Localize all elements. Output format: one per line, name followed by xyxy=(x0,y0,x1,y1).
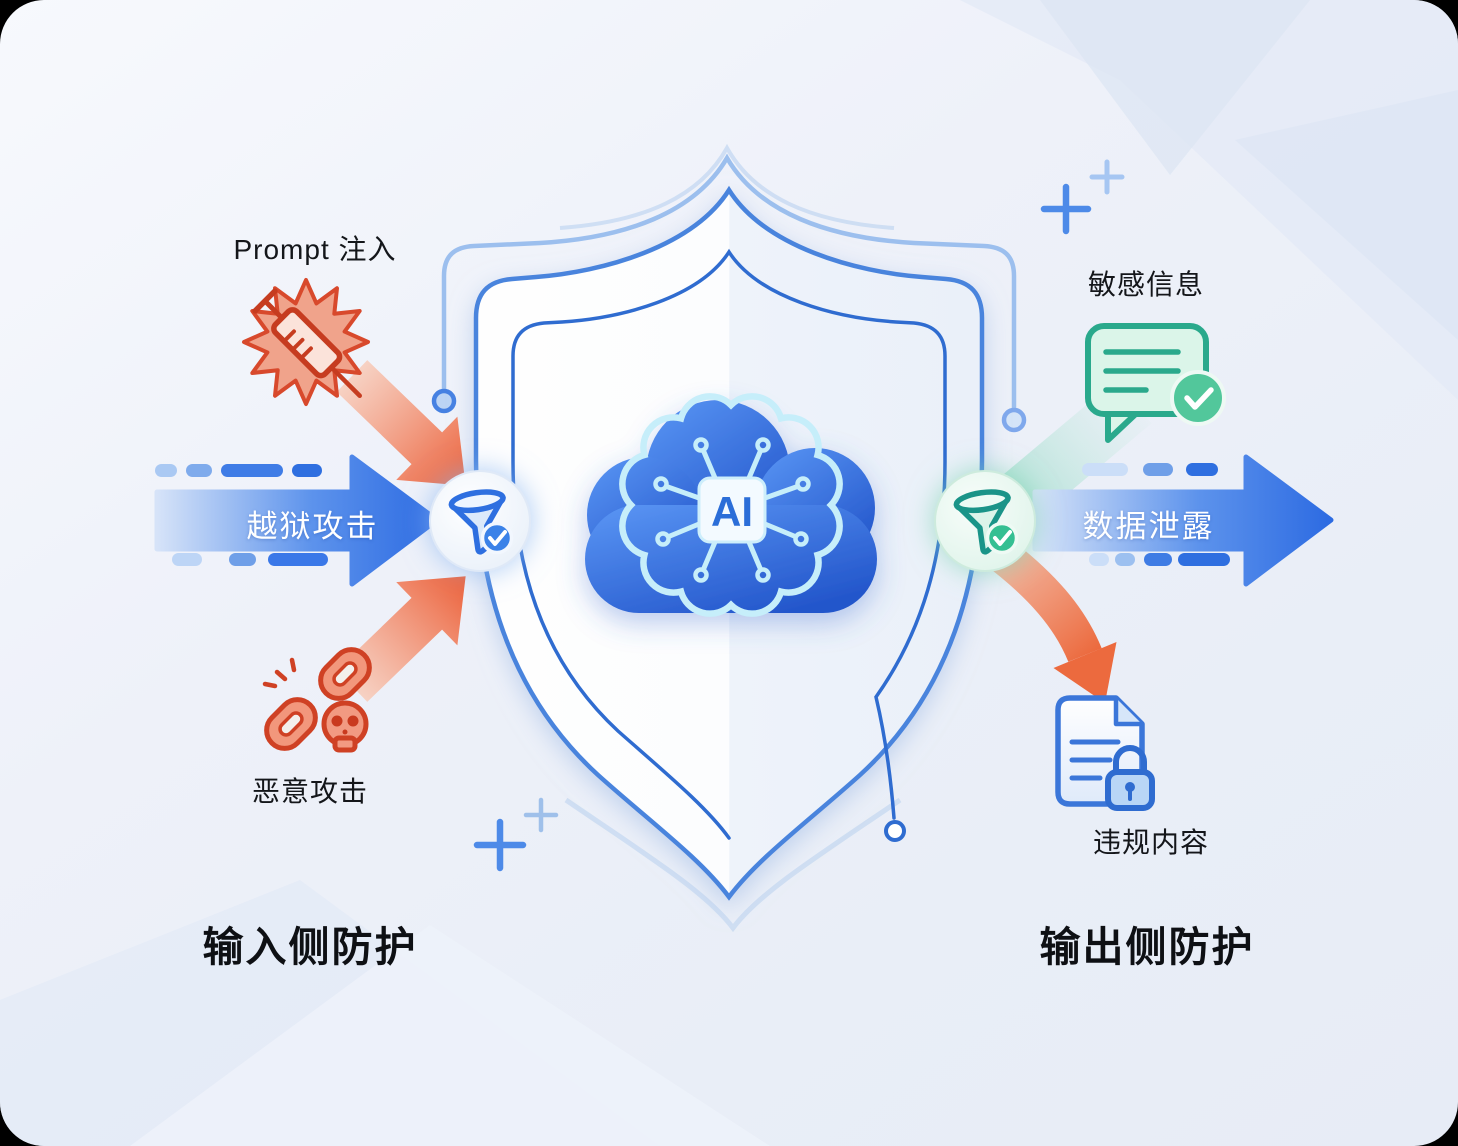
malicious-attack-label: 恶意攻击 xyxy=(251,776,368,807)
prompt-injection-label: Prompt 注入 xyxy=(233,234,397,265)
input-protection-heading: 输入侧防护 xyxy=(202,924,418,970)
circuit-node-right xyxy=(1001,407,1027,433)
output-dash-line-top xyxy=(1082,463,1218,476)
input-dash-line-top xyxy=(155,464,322,477)
output-protection-heading: 输出侧防护 xyxy=(1039,924,1255,970)
check-badge-blue xyxy=(480,521,514,555)
jailbreak-arrow-label: 越狱攻击 xyxy=(246,509,379,544)
blocked-content-arrow xyxy=(983,534,1117,703)
shield-inner-line xyxy=(511,248,947,840)
broken-chain-icon xyxy=(262,647,372,753)
brain-circuit-icon xyxy=(619,393,843,617)
output-dash-line-bottom xyxy=(1089,553,1230,566)
skull-icon xyxy=(321,700,369,753)
syringe-icon xyxy=(242,278,370,406)
plus-decoration-bottom-left xyxy=(473,797,559,872)
output-filter-icon xyxy=(934,470,1036,572)
sensitive-info-label: 敏感信息 xyxy=(1087,269,1204,300)
ai-chip: AI xyxy=(697,476,767,544)
lock-icon xyxy=(1105,745,1155,811)
plus-decoration-top-right xyxy=(1040,159,1125,235)
prompt-injection-arrow xyxy=(336,360,466,486)
violating-content-label: 违规内容 xyxy=(1092,827,1209,858)
jailbreak-arrow xyxy=(154,454,440,587)
document-lock-icon xyxy=(1055,695,1155,811)
shield-ghost-outline xyxy=(559,143,902,933)
data-leak-arrow-label: 数据泄露 xyxy=(1082,509,1215,544)
input-dash-line-bottom xyxy=(172,553,328,566)
circuit-node-bottom xyxy=(884,820,906,842)
outer-circuit-line xyxy=(431,153,1027,433)
check-badge-green xyxy=(985,521,1019,555)
chat-bubble-icon xyxy=(1085,323,1226,443)
circuit-node-left xyxy=(431,388,457,414)
check-badge-bubble xyxy=(1170,370,1226,426)
input-filter-icon xyxy=(429,470,531,572)
leak-arrow xyxy=(1032,454,1334,587)
ai-chip-label: AI xyxy=(711,488,753,535)
